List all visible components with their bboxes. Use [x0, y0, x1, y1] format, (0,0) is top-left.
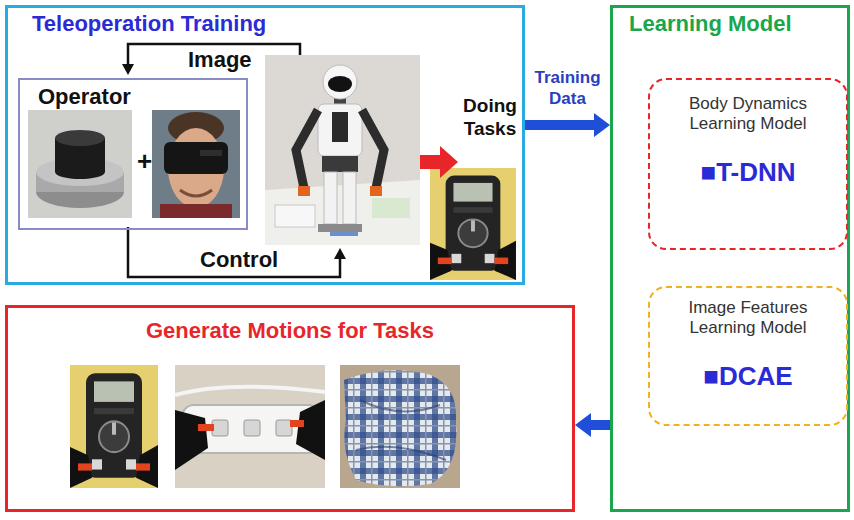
power-strip-photo-part — [198, 424, 214, 431]
power-strip-photo-part — [276, 420, 292, 436]
shirt-photo-part — [360, 400, 440, 411]
robot-photo-part — [318, 104, 362, 156]
joystick-photo — [28, 110, 132, 218]
text-label: Image Features Learning Model — [673, 298, 823, 339]
flow-arrow — [575, 413, 610, 437]
model-box: Body Dynamics Learning Model ■T-DNN — [648, 78, 848, 250]
headset-photo — [152, 110, 240, 218]
power-strip-photo — [175, 365, 325, 488]
text-label: Generate Motions for Tasks — [8, 318, 572, 344]
robot-photo-part — [318, 224, 362, 232]
power-strip-photo-part — [212, 420, 228, 436]
edge-label: Training Data — [526, 68, 610, 109]
model-box: Image Features Learning Model ■DCAE — [648, 286, 848, 426]
text-label: Doing Tasks — [460, 95, 520, 141]
robot-photo-part — [323, 65, 357, 99]
robot-photo-part — [265, 55, 420, 245]
shirt-photo-part — [344, 370, 456, 486]
text-label: Teleoperation Training — [32, 11, 522, 37]
power-strip-photo-part — [175, 410, 208, 470]
loop-lines-part — [334, 248, 346, 259]
text-label: ■T-DNN — [650, 157, 846, 188]
headset-photo-part — [152, 110, 240, 218]
joystick-photo-part — [28, 110, 132, 218]
robot-photo-part — [372, 198, 410, 218]
robot-photo-part — [296, 110, 318, 188]
flow-arrow — [525, 113, 610, 137]
loop-lines-part — [128, 227, 340, 277]
robot-photo-part — [328, 76, 352, 92]
meter-photo-part — [70, 365, 158, 488]
panel-box: Teleoperation TrainingOperator — [5, 5, 525, 285]
robot-photo-part — [332, 112, 348, 142]
shirt-photo-part — [356, 447, 446, 460]
robot-photo-part — [370, 186, 382, 196]
power-strip-photo-part — [296, 400, 325, 460]
headset-photo-part — [180, 190, 212, 196]
robot-photo-part — [298, 186, 310, 196]
headset-photo-part — [160, 204, 232, 218]
power-strip-photo-part — [244, 420, 260, 436]
panel-box: Generate Motions for Tasks — [5, 305, 575, 512]
meter-photo — [430, 168, 516, 280]
text-label: Learning Model — [629, 11, 847, 37]
text-label: Operator — [38, 84, 246, 110]
red-arrow — [420, 146, 458, 178]
flow-label: Image — [188, 47, 252, 73]
flow-label: Control — [200, 247, 278, 273]
robot-photo-part — [324, 172, 337, 224]
text-label: Image — [188, 47, 252, 73]
text-label: Training Data — [526, 68, 610, 109]
meter-photo — [70, 365, 158, 488]
shirt-photo-part — [340, 365, 460, 488]
robot-photo-part — [322, 156, 358, 172]
loop-lines-part — [122, 64, 134, 75]
text-label: Control — [200, 247, 278, 273]
robot-photo — [265, 55, 420, 245]
power-strip-photo-part — [175, 387, 325, 395]
headset-photo-part — [200, 150, 222, 156]
flow-label: Doing Tasks — [460, 95, 520, 141]
operator-box: Operator — [18, 78, 248, 230]
robot-photo-part — [362, 110, 384, 188]
power-strip-photo-part — [290, 420, 304, 427]
panel-box: Learning ModelBody Dynamics Learning Mod… — [610, 5, 850, 512]
robot-photo-part — [343, 172, 356, 224]
meter-photo-part — [430, 168, 516, 280]
text-label: ■DCAE — [650, 361, 846, 392]
power-strip-photo-part — [175, 365, 325, 488]
headset-photo-part — [164, 142, 228, 174]
shirt-photo — [340, 365, 460, 488]
plus-sign: + — [137, 146, 152, 177]
joystick-photo-part — [55, 165, 105, 179]
robot-photo-part — [275, 205, 315, 227]
text-label: + — [137, 146, 152, 177]
joystick-photo-part — [55, 130, 105, 146]
text-label: Body Dynamics Learning Model — [673, 94, 823, 135]
